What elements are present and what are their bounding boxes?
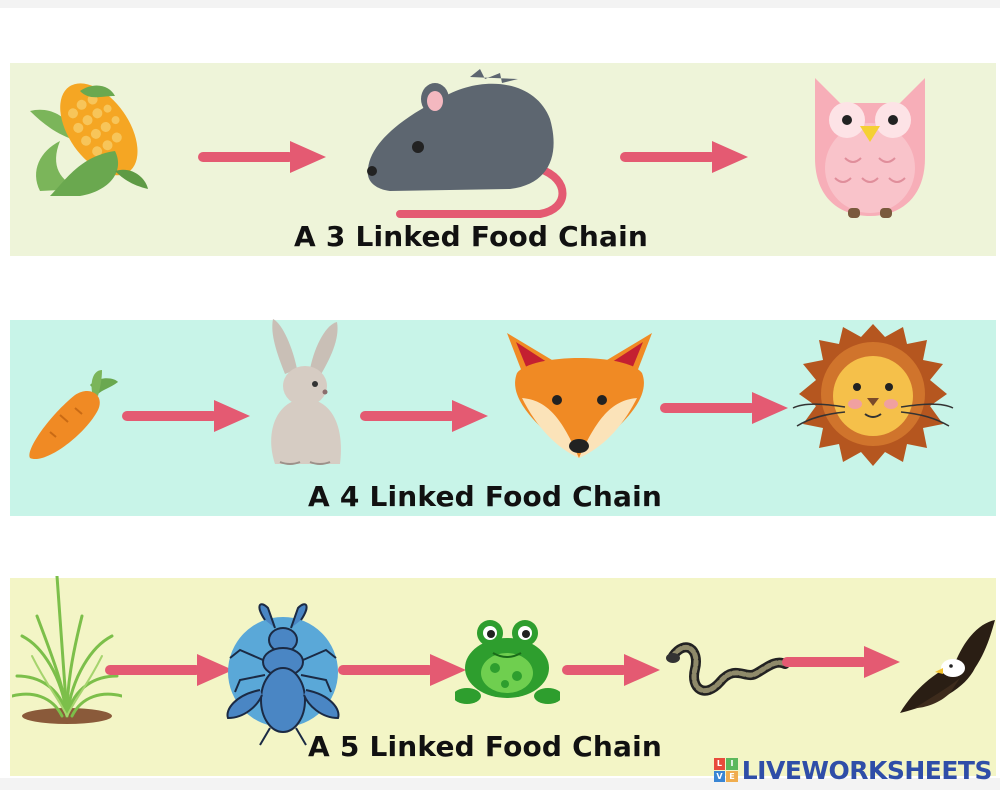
- chain-caption: A 5 Linked Food Chain: [308, 730, 663, 763]
- rabbit-icon: [271, 319, 341, 465]
- lion-icon: [792, 324, 954, 466]
- beetle-icon: [226, 603, 340, 746]
- arrow-3-3: [562, 654, 660, 686]
- arrow-2-3: [660, 392, 788, 424]
- chain-caption: A 3 Linked Food Chain: [294, 220, 649, 253]
- arrow-3-1: [105, 654, 233, 686]
- eagle-icon: [900, 620, 995, 713]
- mouse-icon: [367, 69, 567, 218]
- grass-icon: [12, 576, 122, 724]
- food-chain-4: A 4 Linked Food Chain: [10, 319, 996, 516]
- chain-caption: A 4 Linked Food Chain: [308, 480, 663, 513]
- owl-icon: [815, 78, 925, 218]
- snake-icon: [666, 642, 790, 696]
- arrow-1-2: [620, 141, 748, 173]
- arrow-2-2: [360, 400, 488, 432]
- food-chain-5: A 5 Linked Food Chain: [10, 576, 996, 776]
- food-chain-3: A 3 Linked Food Chain: [10, 63, 996, 256]
- fox-icon: [507, 333, 652, 458]
- brand-text: LIVEWORKSHEETS: [741, 755, 993, 785]
- arrow-2-1: [122, 400, 250, 432]
- corn-icon: [30, 83, 148, 196]
- arrow-3-4: [782, 646, 900, 678]
- arrow-3-2: [338, 654, 466, 686]
- worksheet: A 3 Linked Food Chain: [0, 8, 1000, 778]
- carrot-icon: [29, 370, 118, 460]
- arrow-1-1: [198, 141, 326, 173]
- frog-icon: [455, 620, 560, 704]
